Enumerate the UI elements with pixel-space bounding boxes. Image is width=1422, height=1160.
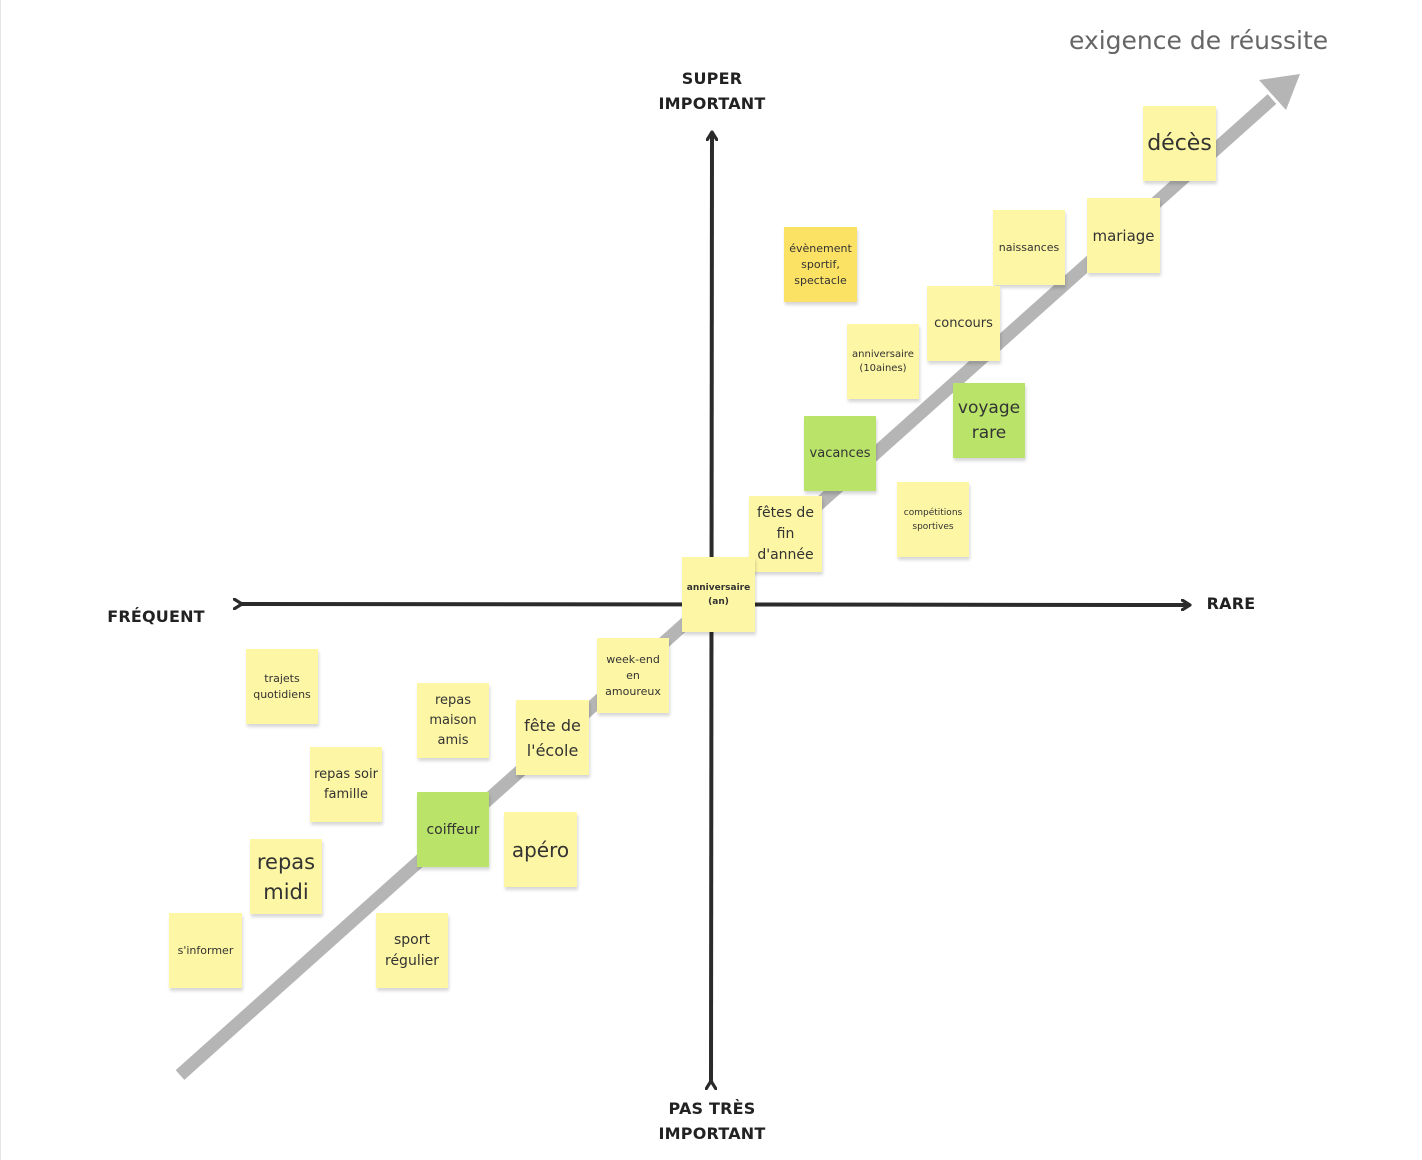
sticky-label: sport régulier <box>385 931 439 969</box>
sticky-anniversaire-an[interactable]: anniversaire (an) <box>682 557 755 632</box>
sticky-label: s'informer <box>177 944 234 957</box>
sticky-deces[interactable]: décès <box>1143 106 1216 181</box>
sticky-mariage[interactable]: mariage <box>1087 198 1160 273</box>
sticky-label: mariage <box>1092 226 1155 245</box>
sticky-label: compétitions sportives <box>903 507 963 532</box>
sticky-label: repas midi <box>256 849 316 904</box>
sticky-repas-midi[interactable]: repas midi <box>250 839 322 914</box>
sticky-week-end-amoureux[interactable]: week-end en amoureux <box>597 638 669 713</box>
sticky-label: week-end en amoureux <box>605 652 661 698</box>
sticky-label: évènement sportif, spectacle <box>789 241 852 287</box>
sticky-label: anniversaire (10aines) <box>852 348 914 374</box>
axis-label-left: FRÉQUENT <box>107 607 205 626</box>
sticky-apero[interactable]: apéro <box>504 812 577 887</box>
sticky-fete-ecole[interactable]: fête de l'école <box>516 700 589 775</box>
axis-label-bottom-line2: IMPORTANT <box>658 1124 766 1143</box>
sticky-s-informer[interactable]: s'informer <box>169 913 242 988</box>
sticky-fetes-fin-annee[interactable]: fêtes de fin d'année <box>749 496 822 572</box>
sticky-evenement-sportif[interactable]: évènement sportif, spectacle <box>784 227 857 302</box>
sticky-label: naissances <box>998 241 1060 254</box>
axis-label-bottom: PAS TRÈS IMPORTANT <box>632 1096 792 1146</box>
sticky-competitions-sportives[interactable]: compétitions sportives <box>897 482 969 557</box>
sticky-label: trajets quotidiens <box>253 671 311 701</box>
sticky-naissances[interactable]: naissances <box>993 210 1065 285</box>
axis-label-top: SUPER IMPORTANT <box>632 66 792 116</box>
sticky-voyage-rare[interactable]: voyage rare <box>953 383 1025 458</box>
axis-label-top-line1: SUPER <box>681 69 743 88</box>
sticky-coiffeur[interactable]: coiffeur <box>417 792 489 867</box>
sticky-label: fête de l'école <box>524 715 581 760</box>
sticky-repas-soir-famille[interactable]: repas soir famille <box>310 747 382 822</box>
canvas-edge <box>0 0 1 1160</box>
sticky-label: vacances <box>809 446 871 461</box>
axis-label-bottom-line1: PAS TRÈS <box>668 1099 756 1118</box>
axis-label-right: RARE <box>1206 594 1256 613</box>
sticky-concours[interactable]: concours <box>927 286 1000 361</box>
sticky-label: décès <box>1147 131 1212 156</box>
sticky-label: apéro <box>511 837 570 862</box>
sticky-label: concours <box>934 316 993 331</box>
sticky-label: fêtes de fin d'année <box>757 504 814 563</box>
axis-label-top-line2: IMPORTANT <box>658 94 766 113</box>
sticky-anniversaire-10aines[interactable]: anniversaire (10aines) <box>847 324 919 399</box>
sticky-vacances[interactable]: vacances <box>804 416 876 491</box>
sticky-label: repas soir famille <box>314 766 378 802</box>
sticky-label: repas maison amis <box>429 692 477 748</box>
trend-arrow-head <box>1259 74 1300 110</box>
sticky-label: anniversaire (an) <box>686 582 751 607</box>
sticky-repas-maison-amis[interactable]: repas maison amis <box>417 683 489 758</box>
trend-title: exigence de réussite <box>1069 26 1329 55</box>
sticky-sport-regulier[interactable]: sport régulier <box>376 913 448 988</box>
sticky-label: voyage rare <box>957 397 1021 443</box>
sticky-trajets-quotidiens[interactable]: trajets quotidiens <box>246 649 318 724</box>
sticky-label: coiffeur <box>426 821 480 838</box>
